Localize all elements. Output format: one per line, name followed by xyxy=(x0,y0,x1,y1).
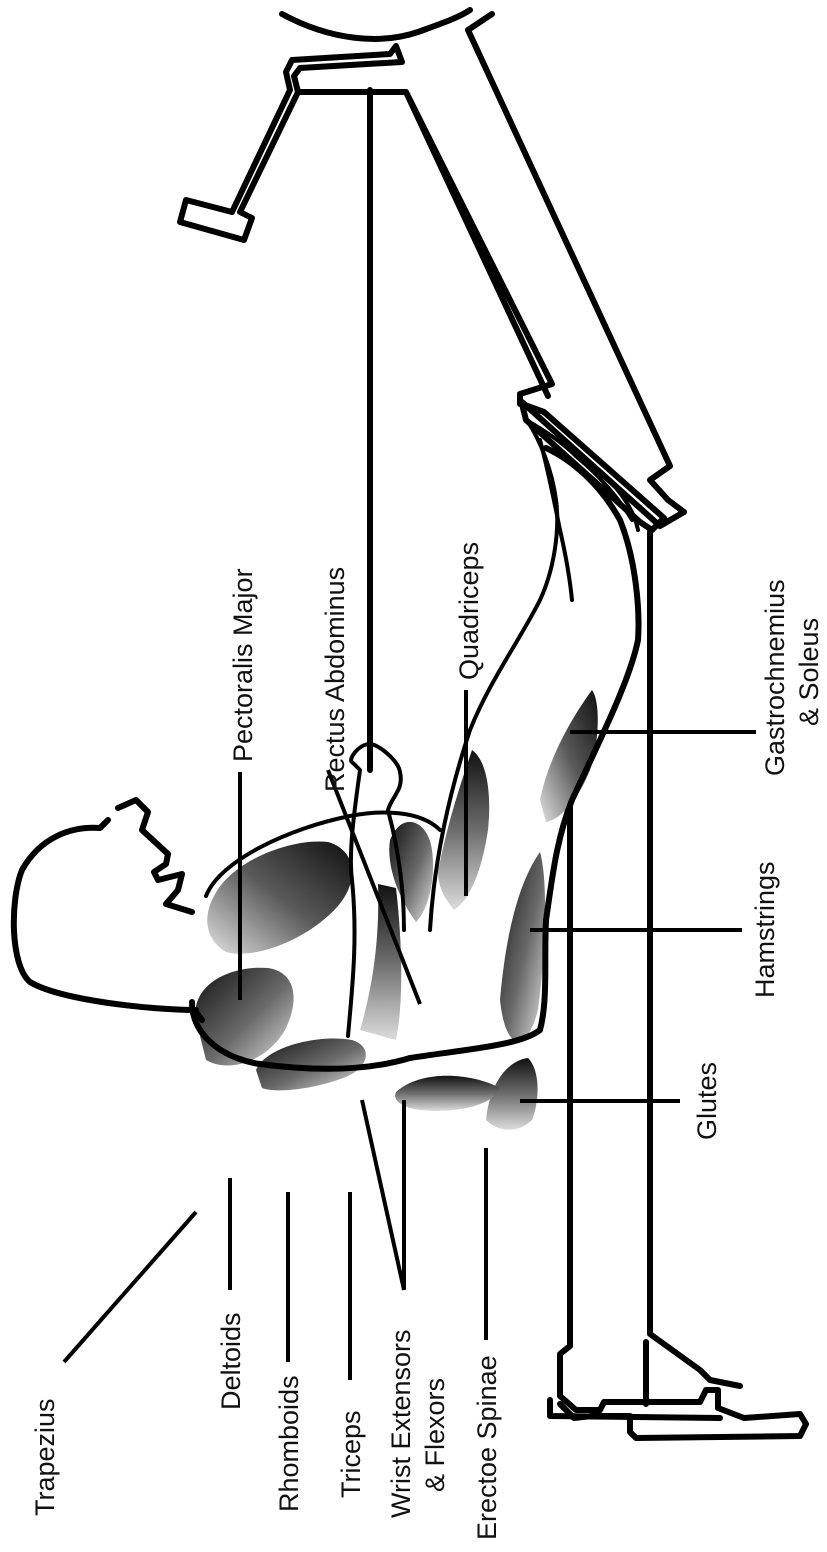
label-glutes: Glutes xyxy=(692,1062,722,1140)
rowing-machine xyxy=(180,10,806,1438)
label-pectoralis-major: Pectoralis Major xyxy=(228,568,258,762)
erector-muscle xyxy=(395,1076,500,1111)
flywheel-housing xyxy=(282,10,470,39)
label-wrist-line2: & Flexors xyxy=(420,1378,450,1492)
front-frame-outer xyxy=(468,14,684,526)
front-rail xyxy=(300,92,552,404)
label-triceps: Triceps xyxy=(336,1410,366,1498)
rear-foot-brace xyxy=(646,1320,740,1404)
label-wrist-line1: Wrist Extensors xyxy=(386,1329,416,1518)
pectoralis-muscle xyxy=(207,842,352,954)
label-rhomboids: Rhomboids xyxy=(274,1375,304,1512)
hamstrings-muscle xyxy=(500,852,545,1041)
label-erectoe-spinae: Erectoe Spinae xyxy=(472,1355,502,1540)
leader-wrist-a xyxy=(362,1100,404,1290)
label-rectus-abdominus: Rectus Abdominus xyxy=(320,567,350,792)
label-quadriceps: Quadriceps xyxy=(454,542,484,680)
leader-trapezius xyxy=(64,1212,196,1362)
quadriceps-muscle xyxy=(438,750,489,910)
head-outline xyxy=(14,800,196,1010)
label-hamstrings: Hamstrings xyxy=(750,861,780,998)
label-trapezius: Trapezius xyxy=(30,1398,60,1516)
label-deltoids: Deltoids xyxy=(216,1312,246,1410)
label-gastroc-line2: & Soleus xyxy=(794,618,824,726)
label-gastroc-line1: Gastrochnemius xyxy=(760,579,790,776)
